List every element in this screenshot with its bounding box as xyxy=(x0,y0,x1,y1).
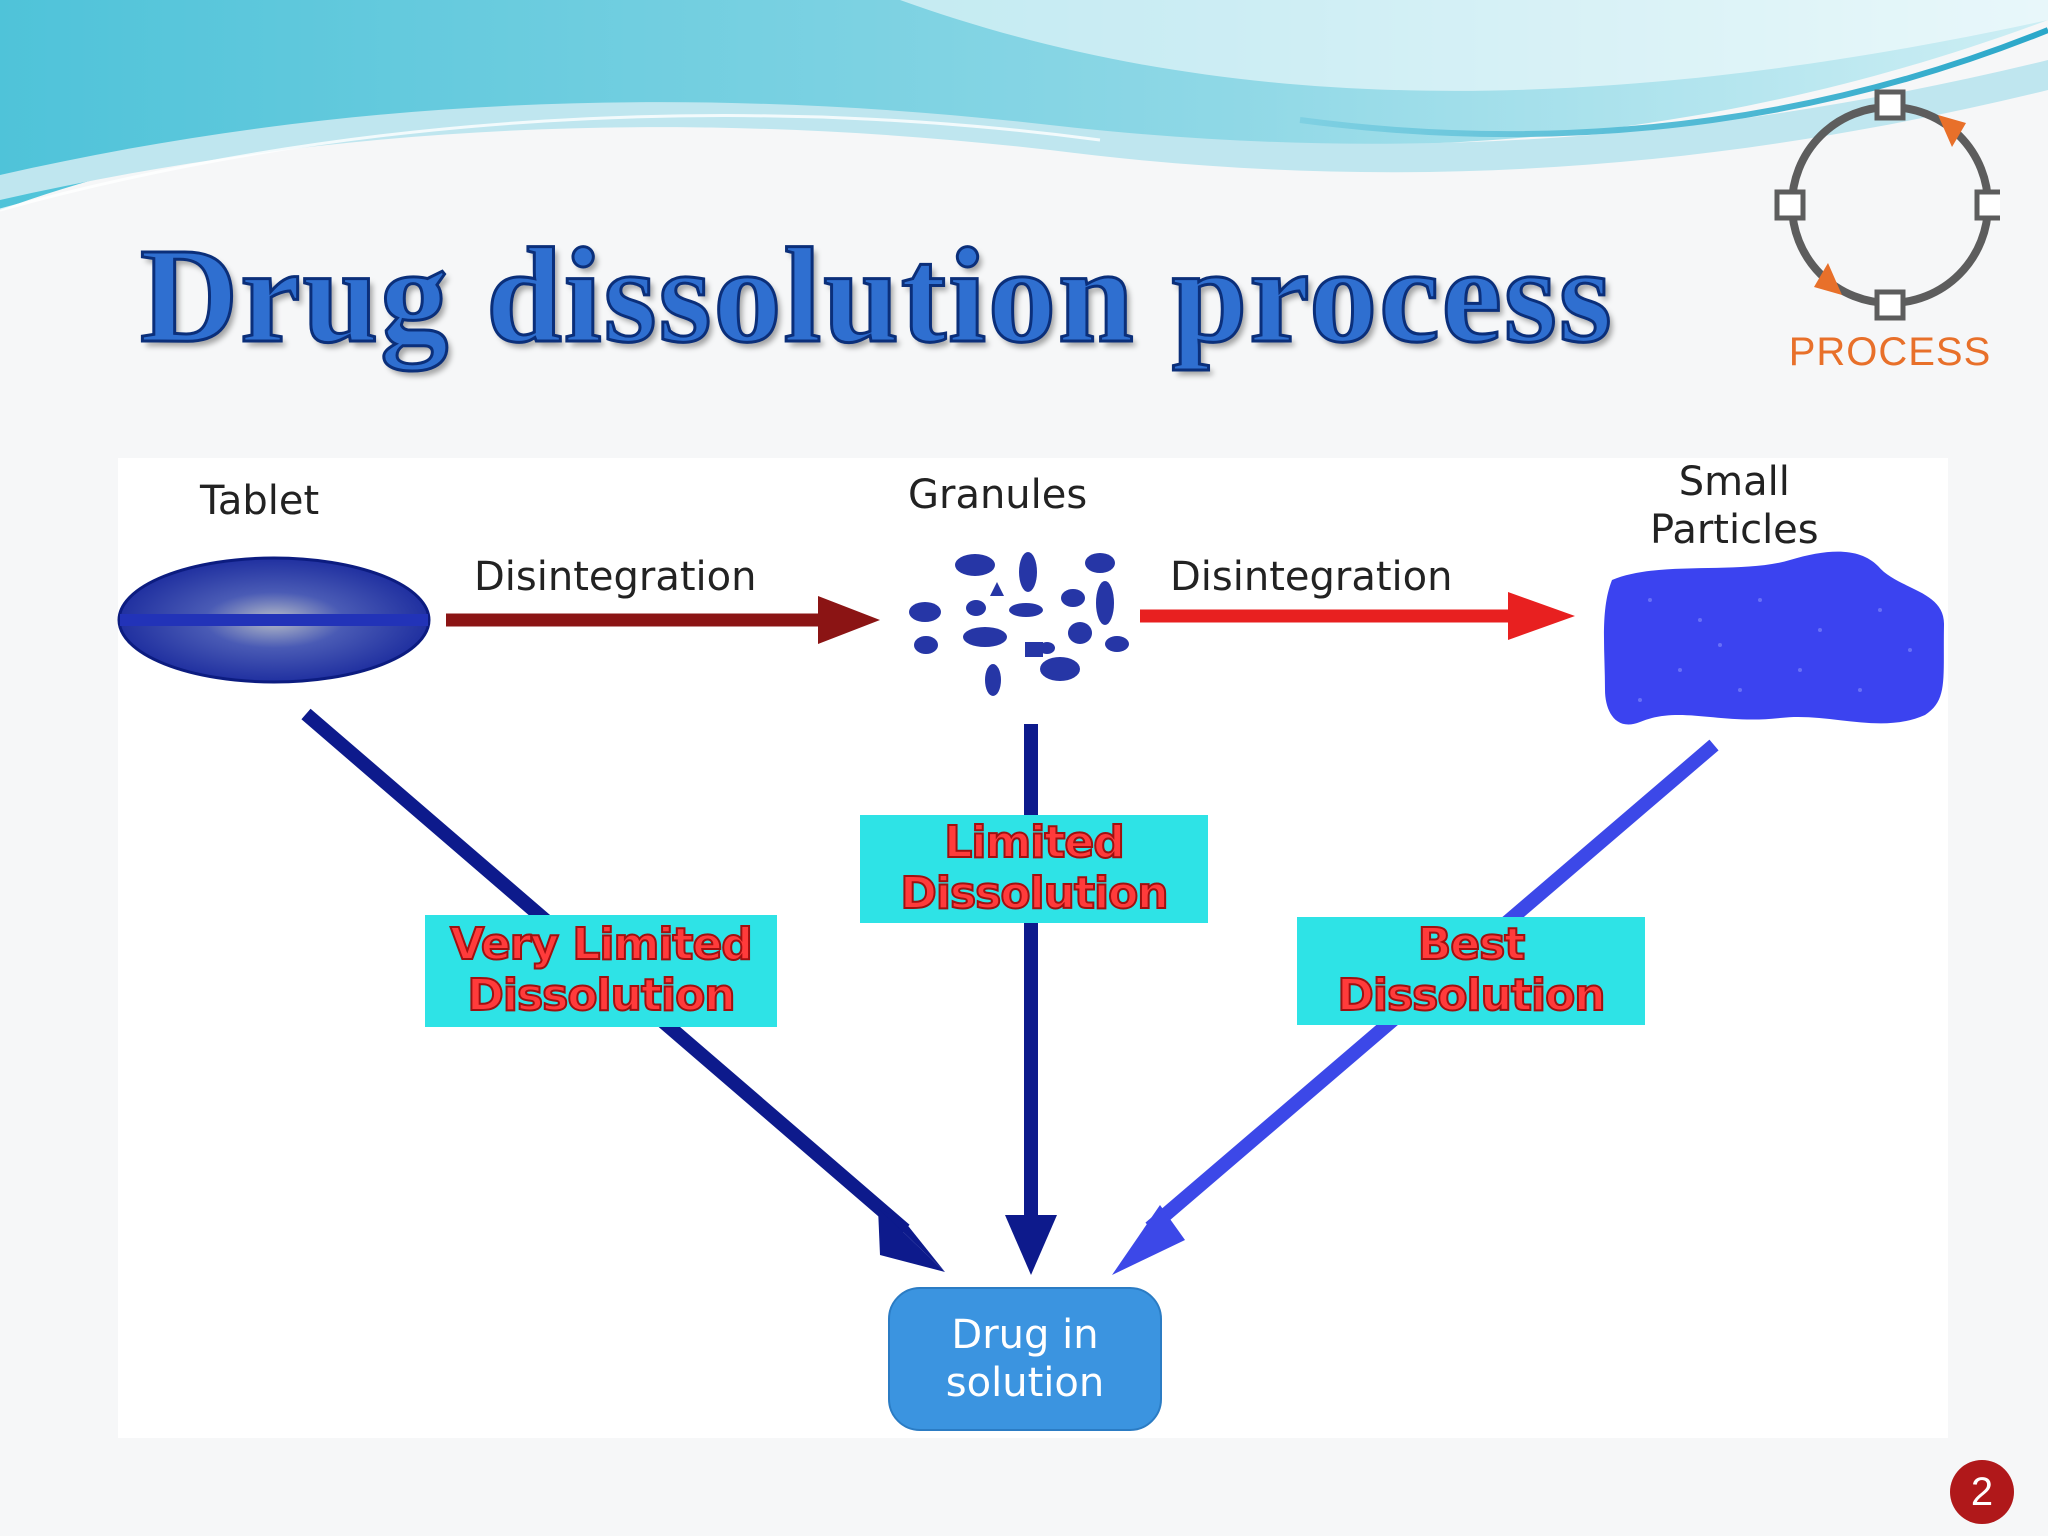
tablet-shape xyxy=(117,556,431,684)
arrow-granules-to-particles xyxy=(1140,592,1575,640)
result-line-2: solution xyxy=(945,1360,1105,1406)
process-logo-label: PROCESS xyxy=(1788,330,1992,374)
limited-line-1: Limited xyxy=(943,817,1125,869)
very-limited-line-2: Dissolution xyxy=(466,969,736,1021)
arrow-tablet-to-granules xyxy=(446,596,880,644)
drug-in-solution-box: Drug in solution xyxy=(888,1287,1162,1431)
page-number-badge: 2 xyxy=(1950,1460,2014,1524)
small-particles-label-line-2: Particles xyxy=(1650,507,1819,553)
disintegration-label-1: Disintegration xyxy=(474,554,757,600)
best-line-2: Dissolution xyxy=(1336,969,1606,1021)
disintegration-label-2: Disintegration xyxy=(1170,554,1453,600)
small-particles-label: Small Particles xyxy=(1650,458,1819,554)
small-particles-blob xyxy=(1603,551,1945,725)
slide-title: Drug dissolution process xyxy=(139,221,1614,371)
limited-line-2: Dissolution xyxy=(899,867,1169,919)
tablet-label: Tablet xyxy=(200,478,320,524)
best-dissolution-box: Best Dissolution xyxy=(1297,917,1645,1025)
process-cycle-icon xyxy=(1774,89,2000,321)
limited-dissolution-box: Limited Dissolution xyxy=(860,815,1208,923)
result-line-1: Drug in xyxy=(951,1312,1099,1358)
very-limited-line-1: Very Limited xyxy=(449,919,754,971)
arrow-granules-to-solution xyxy=(1005,724,1057,1275)
granules-label: Granules xyxy=(908,472,1088,518)
very-limited-dissolution-box: Very Limited Dissolution xyxy=(425,915,777,1027)
granules-cluster xyxy=(909,552,1129,696)
small-particles-label-line-1: Small xyxy=(1678,459,1790,505)
best-line-1: Best xyxy=(1417,919,1527,971)
